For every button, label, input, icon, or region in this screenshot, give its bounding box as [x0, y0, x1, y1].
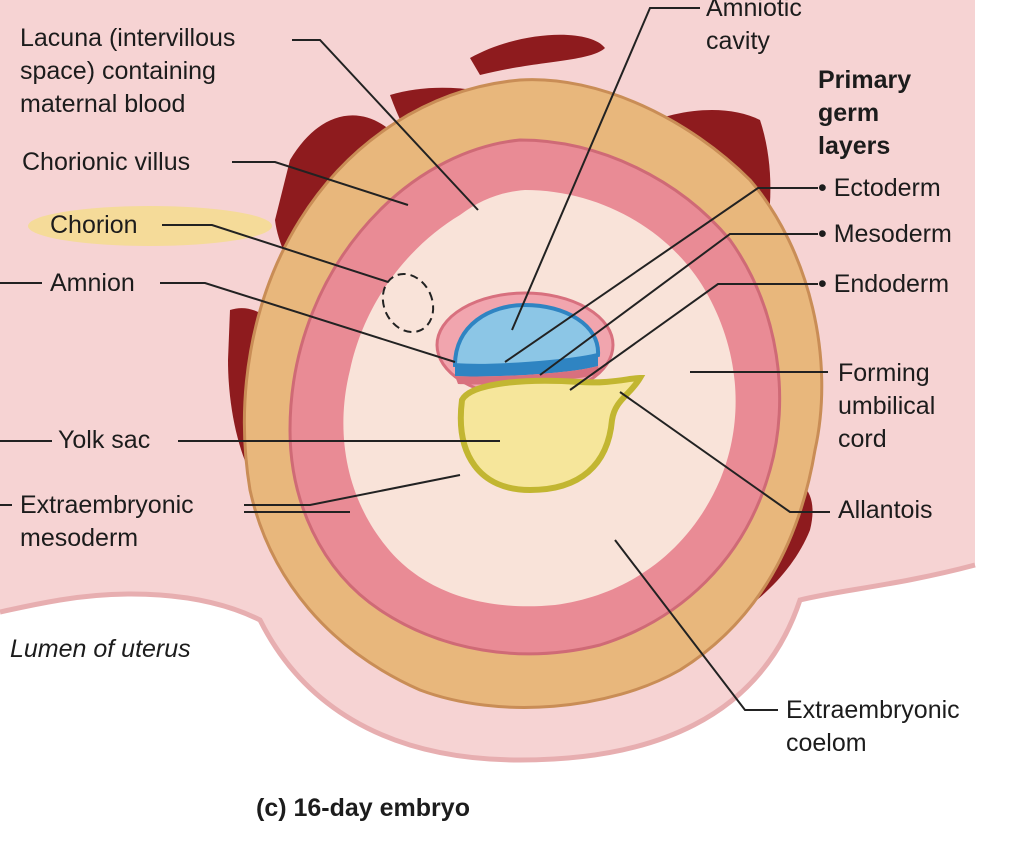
leader-mesoderm — [539, 233, 818, 376]
label-yolk-sac: Yolk sac — [58, 426, 151, 454]
leader-chorion — [162, 224, 389, 283]
label-ectoderm: • Ectoderm — [818, 174, 941, 202]
leader-coelom — [614, 539, 778, 711]
yolk-sac-shape — [457, 374, 646, 494]
leader-lines — [0, 7, 830, 711]
label-amnion: Amnion — [50, 269, 135, 297]
leader-endoderm — [569, 283, 818, 391]
label-amniotic-cavity: Amniotic cavity — [706, 0, 802, 55]
label-allantois: Allantois — [838, 496, 933, 524]
ectoderm-band — [455, 355, 598, 377]
label-primary-germ-layers: Primary germ layers — [818, 66, 912, 160]
label-extraembryonic-coelom: Extraembryonic coelom — [786, 696, 960, 757]
chorion-highlight — [28, 206, 272, 246]
label-chorion: Chorion — [50, 211, 138, 239]
label-extraembryonic-mesoderm: Extraembryonic mesoderm — [20, 491, 194, 552]
figure-caption: (c) 16-day embryo — [256, 794, 470, 822]
label-forming-umbilical-cord: Forming umbilical cord — [838, 359, 936, 453]
leader-amnion-2 — [160, 282, 456, 363]
leader-lacuna — [292, 39, 479, 211]
lacuna-top — [470, 34, 605, 75]
chorion-marker — [381, 272, 435, 334]
amniotic-cavity-shape — [452, 302, 601, 368]
label-lumen-of-uterus: Lumen of uterus — [10, 635, 191, 663]
label-lacuna: Lacuna (intervillous space) containing m… — [20, 24, 236, 118]
leader-ectoderm — [504, 187, 818, 363]
label-endoderm: • Endoderm — [818, 270, 950, 298]
leader-chorionic-villus — [232, 161, 409, 206]
endometrium-edge — [0, 562, 976, 763]
leader-extraembryonic-mesoderm-2 — [244, 474, 461, 506]
leader-allantois — [619, 391, 830, 513]
leader-amniotic-cavity — [511, 7, 700, 331]
label-mesoderm: • Mesoderm — [818, 220, 952, 248]
label-chorionic-villus: Chorionic villus — [22, 148, 191, 176]
